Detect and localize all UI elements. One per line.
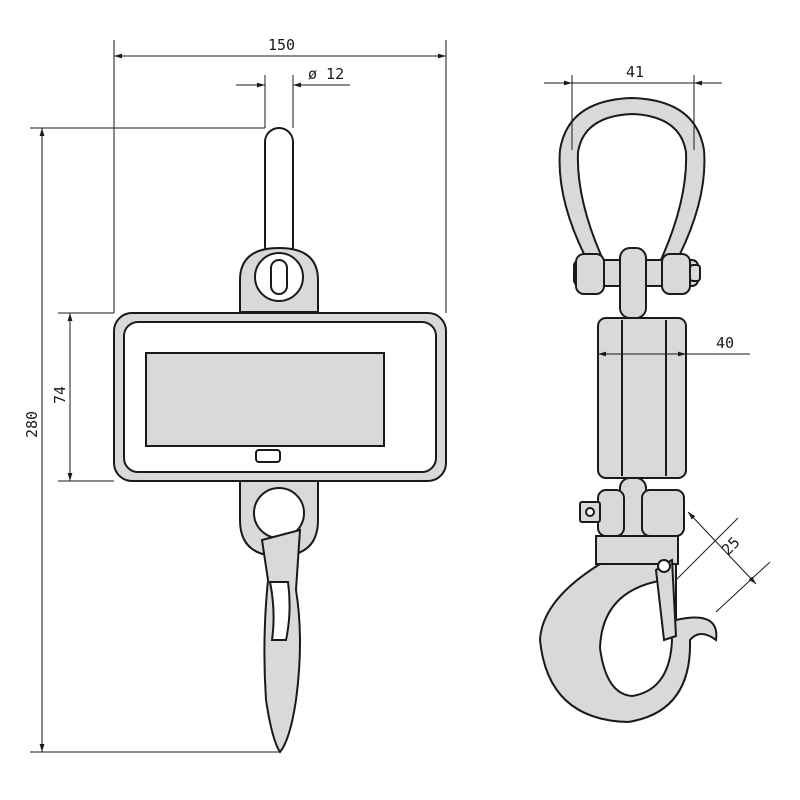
top-rod — [264, 127, 294, 261]
shackle-pin-tip — [689, 264, 701, 282]
power-button — [255, 449, 281, 463]
swivel-nut-left — [597, 489, 625, 537]
dim-body-label: 40 — [716, 334, 734, 352]
side-view: 41 40 25 — [538, 63, 771, 724]
side-hook-throat — [598, 578, 674, 698]
shackle-nut-left — [575, 253, 605, 295]
upper-center-link — [619, 247, 647, 319]
shackle-nut-right — [661, 253, 691, 295]
upper-lug-slot — [270, 259, 288, 295]
front-hook-latch — [268, 581, 291, 641]
dim-display-height-label: 74 — [51, 386, 69, 404]
swivel-nut-right — [641, 489, 685, 537]
display-screen — [145, 352, 385, 447]
dim-height-label: 280 — [23, 411, 41, 438]
side-body — [597, 317, 687, 479]
dim-hook-opening-label: 25 — [718, 533, 744, 559]
dim-shackle-label: 41 — [626, 63, 644, 81]
front-view: 150 ø 12 280 74 — [23, 36, 447, 754]
shackle-outer — [558, 96, 706, 263]
dim-width-label: 150 — [268, 36, 295, 54]
dim-pin-diameter-label: ø 12 — [308, 65, 344, 83]
